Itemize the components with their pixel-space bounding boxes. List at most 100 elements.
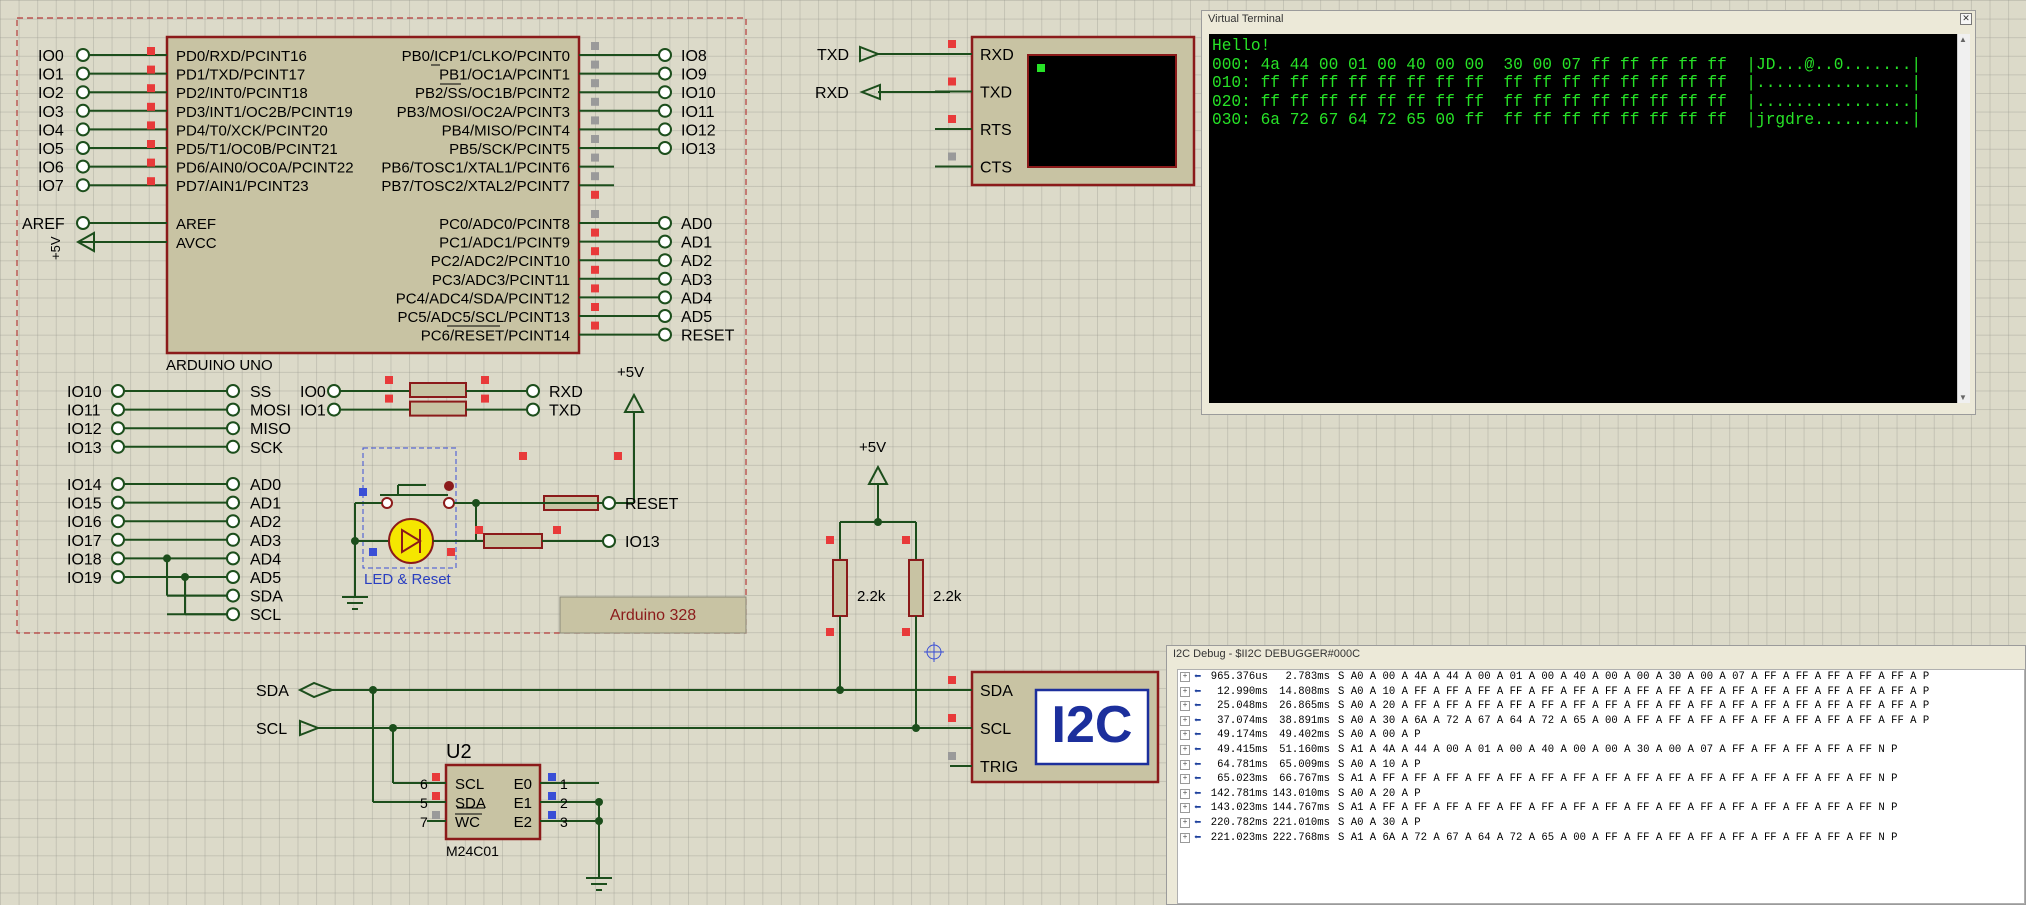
terminal-screen[interactable]: Hello!000: 4a 44 00 01 00 40 00 00 30 00…	[1209, 34, 1957, 403]
pin-terminal[interactable]	[658, 234, 672, 249]
arduino-board-outline	[16, 17, 747, 634]
expand-icon[interactable]: +	[1180, 744, 1190, 755]
pin-terminal[interactable]	[226, 588, 240, 603]
pin-terminal[interactable]	[658, 103, 672, 118]
pin-terminal[interactable]	[327, 384, 341, 398]
pin-terminal[interactable]	[226, 384, 240, 398]
pin-terminal[interactable]	[226, 532, 240, 547]
pin-label: RESET	[681, 328, 735, 345]
pin-terminal[interactable]	[111, 477, 125, 491]
scroll-up-icon[interactable]: ▲	[1959, 35, 1967, 44]
pin-terminal[interactable]	[76, 141, 90, 155]
expand-icon[interactable]: +	[1180, 817, 1190, 828]
pin-terminal[interactable]	[658, 216, 672, 230]
scroll-down-icon[interactable]: ▼	[1959, 393, 1967, 402]
i2c-debugger-symbol[interactable]: I2C	[970, 670, 1160, 784]
pin-terminal[interactable]	[658, 327, 672, 342]
pin-terminal[interactable]	[76, 122, 90, 137]
pin-terminal[interactable]	[111, 421, 125, 436]
port-label: PD5/T1/OC0B/PCINT21	[176, 141, 338, 158]
terminal-scrollbar[interactable]: ▲ ▼	[1957, 34, 1970, 403]
eeprom-pin-label: SDA	[455, 795, 486, 812]
pin-terminal[interactable]	[111, 384, 125, 398]
analog-right-label: AD2	[250, 514, 281, 531]
pin-terminal[interactable]	[76, 159, 90, 174]
pin-terminal[interactable]	[526, 402, 540, 417]
pin-terminal[interactable]	[226, 421, 240, 436]
eeprom-pin-label: E1	[514, 795, 532, 812]
spi-left-label: IO12	[67, 421, 102, 438]
eeprom-chip[interactable]: U2 M24C01	[427, 741, 612, 891]
pin-terminal[interactable]	[658, 122, 672, 137]
i2c-debug-window[interactable]: I2C Debug - $II2C DEBUGGER#000C +⬅965.37…	[1166, 645, 2026, 905]
terminal-line: 020: ff ff ff ff ff ff ff ff ff ff ff ff…	[1212, 92, 1922, 111]
pin-terminal[interactable]	[226, 439, 240, 454]
port-label: PD6/AIN0/OC0A/PCINT22	[176, 160, 354, 177]
expand-icon[interactable]: +	[1180, 788, 1190, 799]
expand-icon[interactable]: +	[1180, 686, 1190, 697]
pin-terminal[interactable]	[76, 85, 90, 100]
expand-icon[interactable]: +	[1180, 715, 1190, 726]
pin-terminal[interactable]	[76, 103, 90, 118]
terminal-pin-label: RTS	[980, 122, 1012, 139]
expand-icon[interactable]: +	[1180, 759, 1190, 770]
end-time: 26.865ms	[1279, 700, 1330, 713]
arduino-chip[interactable]	[165, 35, 581, 355]
pin-terminal[interactable]	[226, 477, 240, 491]
pin-terminal[interactable]	[658, 85, 672, 100]
pin-terminal[interactable]	[111, 439, 125, 454]
start-time: 49.174ms	[1217, 729, 1268, 742]
pin-terminal[interactable]	[226, 607, 240, 622]
expand-icon[interactable]: +	[1180, 701, 1190, 712]
terminal-symbol[interactable]	[970, 35, 1196, 187]
pin-terminal[interactable]	[111, 514, 125, 529]
expand-icon[interactable]: +	[1180, 774, 1190, 785]
pin-terminal[interactable]	[658, 141, 672, 155]
pin-terminal[interactable]	[111, 495, 125, 510]
expand-icon[interactable]: +	[1180, 803, 1190, 814]
pin-terminal[interactable]	[226, 495, 240, 510]
pin-terminal[interactable]	[111, 532, 125, 547]
pin-label: AD1	[681, 235, 712, 252]
pin-terminal[interactable]	[658, 309, 672, 323]
eeprom-pin-num: 1	[560, 776, 568, 792]
pin-terminal[interactable]	[76, 48, 90, 62]
pin-terminal[interactable]	[111, 570, 125, 584]
pin-terminal[interactable]	[226, 551, 240, 566]
arrow-left-icon: ⬅	[1194, 742, 1202, 757]
expand-icon[interactable]: +	[1180, 672, 1190, 682]
pin-terminal[interactable]	[111, 402, 125, 417]
pin-label: AD4	[681, 290, 712, 307]
pin-terminal[interactable]	[658, 290, 672, 305]
close-icon[interactable]: ✕	[1960, 13, 1972, 25]
pin-terminal[interactable]	[658, 66, 672, 81]
pin-terminal[interactable]	[327, 402, 341, 417]
pin-terminal[interactable]	[526, 384, 540, 398]
pin-terminal[interactable]	[76, 66, 90, 81]
expand-icon[interactable]: +	[1180, 730, 1190, 741]
port-label: PD4/T0/XCK/PCINT20	[176, 122, 328, 139]
expand-icon[interactable]: +	[1180, 832, 1190, 843]
virtual-terminal-window[interactable]: Virtual Terminal ✕ Hello!000: 4a 44 00 0…	[1201, 10, 1976, 415]
pin-terminal[interactable]	[658, 253, 672, 268]
pin-terminal[interactable]	[226, 402, 240, 417]
pin-terminal[interactable]	[226, 570, 240, 584]
pin-terminal[interactable]	[658, 48, 672, 62]
pin-terminal[interactable]	[226, 514, 240, 529]
pin-terminal[interactable]	[111, 551, 125, 566]
pin-terminal[interactable]	[76, 178, 90, 193]
pin-terminal[interactable]	[658, 271, 672, 286]
